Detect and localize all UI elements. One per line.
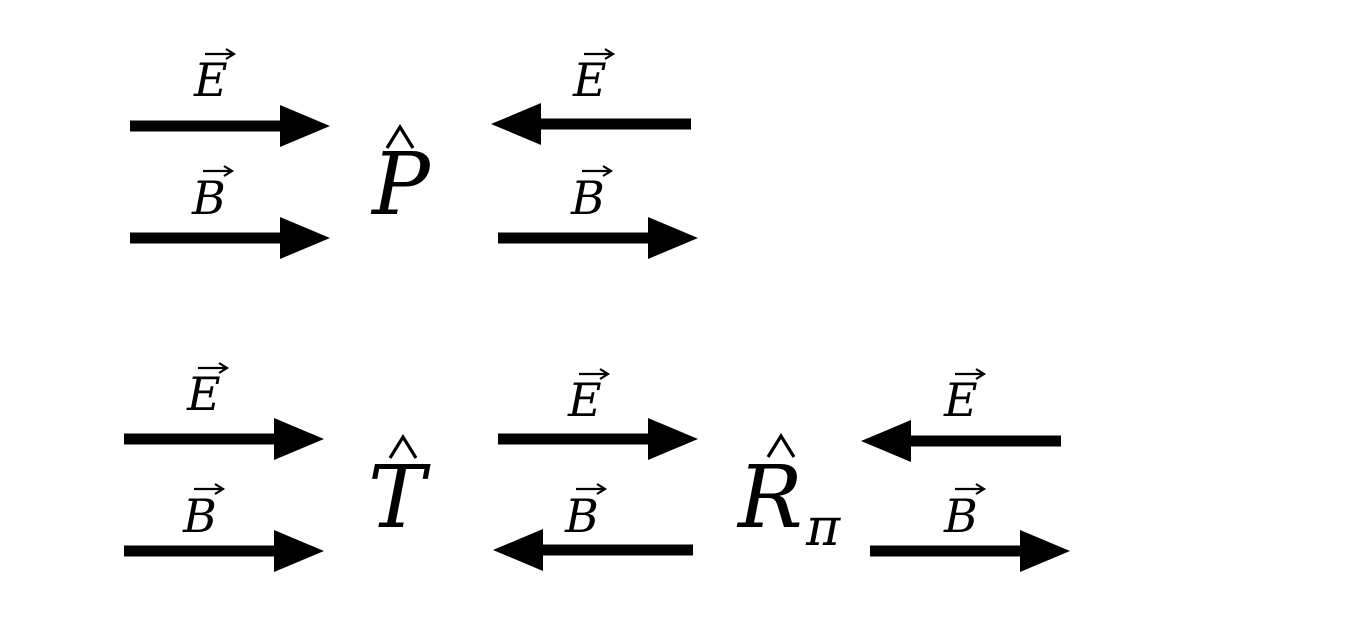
rotation-after-state: E B — [861, 368, 1070, 572]
svg-text:R: R — [736, 448, 803, 548]
e-field-vector-label: E — [567, 368, 611, 427]
time-reversal-after-state: E B — [493, 368, 698, 571]
svg-text:E: E — [572, 53, 607, 107]
svg-text:E: E — [193, 53, 228, 107]
time-reversal-operator: T — [368, 433, 431, 548]
svg-text:B: B — [564, 489, 599, 543]
svg-text:E: E — [567, 373, 602, 427]
svg-text:E: E — [943, 373, 978, 427]
svg-text:π: π — [805, 498, 841, 558]
b-field-vector-label: B — [182, 483, 226, 543]
svg-text:T: T — [368, 448, 431, 548]
svg-text:P: P — [370, 135, 432, 235]
e-field-arrow-right — [498, 418, 698, 460]
parity-after-state: E B — [491, 48, 698, 259]
parity-before-state: E B — [130, 48, 330, 259]
svg-text:B: B — [943, 489, 978, 543]
e-field-vector-label: E — [572, 48, 616, 107]
b-field-arrow-right — [870, 530, 1070, 572]
parity-operator: P — [370, 123, 432, 235]
b-field-vector-label: B — [943, 483, 987, 543]
e-field-vector-label: E — [186, 362, 230, 421]
b-field-vector-label: B — [564, 483, 608, 543]
e-field-vector-label: E — [943, 368, 987, 427]
rotation-operator: R π — [736, 432, 841, 558]
svg-text:E: E — [186, 367, 221, 421]
e-field-arrow-left — [491, 103, 691, 145]
b-field-arrow-right — [498, 217, 698, 259]
svg-text:B: B — [182, 489, 217, 543]
e-field-arrow-left — [861, 420, 1061, 462]
svg-text:B: B — [191, 171, 226, 225]
b-field-arrow-left — [493, 529, 693, 571]
svg-text:B: B — [570, 171, 605, 225]
b-field-arrow-right — [130, 217, 330, 259]
b-field-arrow-right — [124, 530, 324, 572]
b-field-vector-label: B — [191, 165, 235, 225]
b-field-vector-label: B — [570, 165, 614, 225]
e-field-arrow-right — [130, 105, 330, 147]
e-field-vector-label: E — [193, 48, 237, 107]
time-reversal-before-state: E B — [124, 362, 324, 572]
e-field-arrow-right — [124, 418, 324, 460]
